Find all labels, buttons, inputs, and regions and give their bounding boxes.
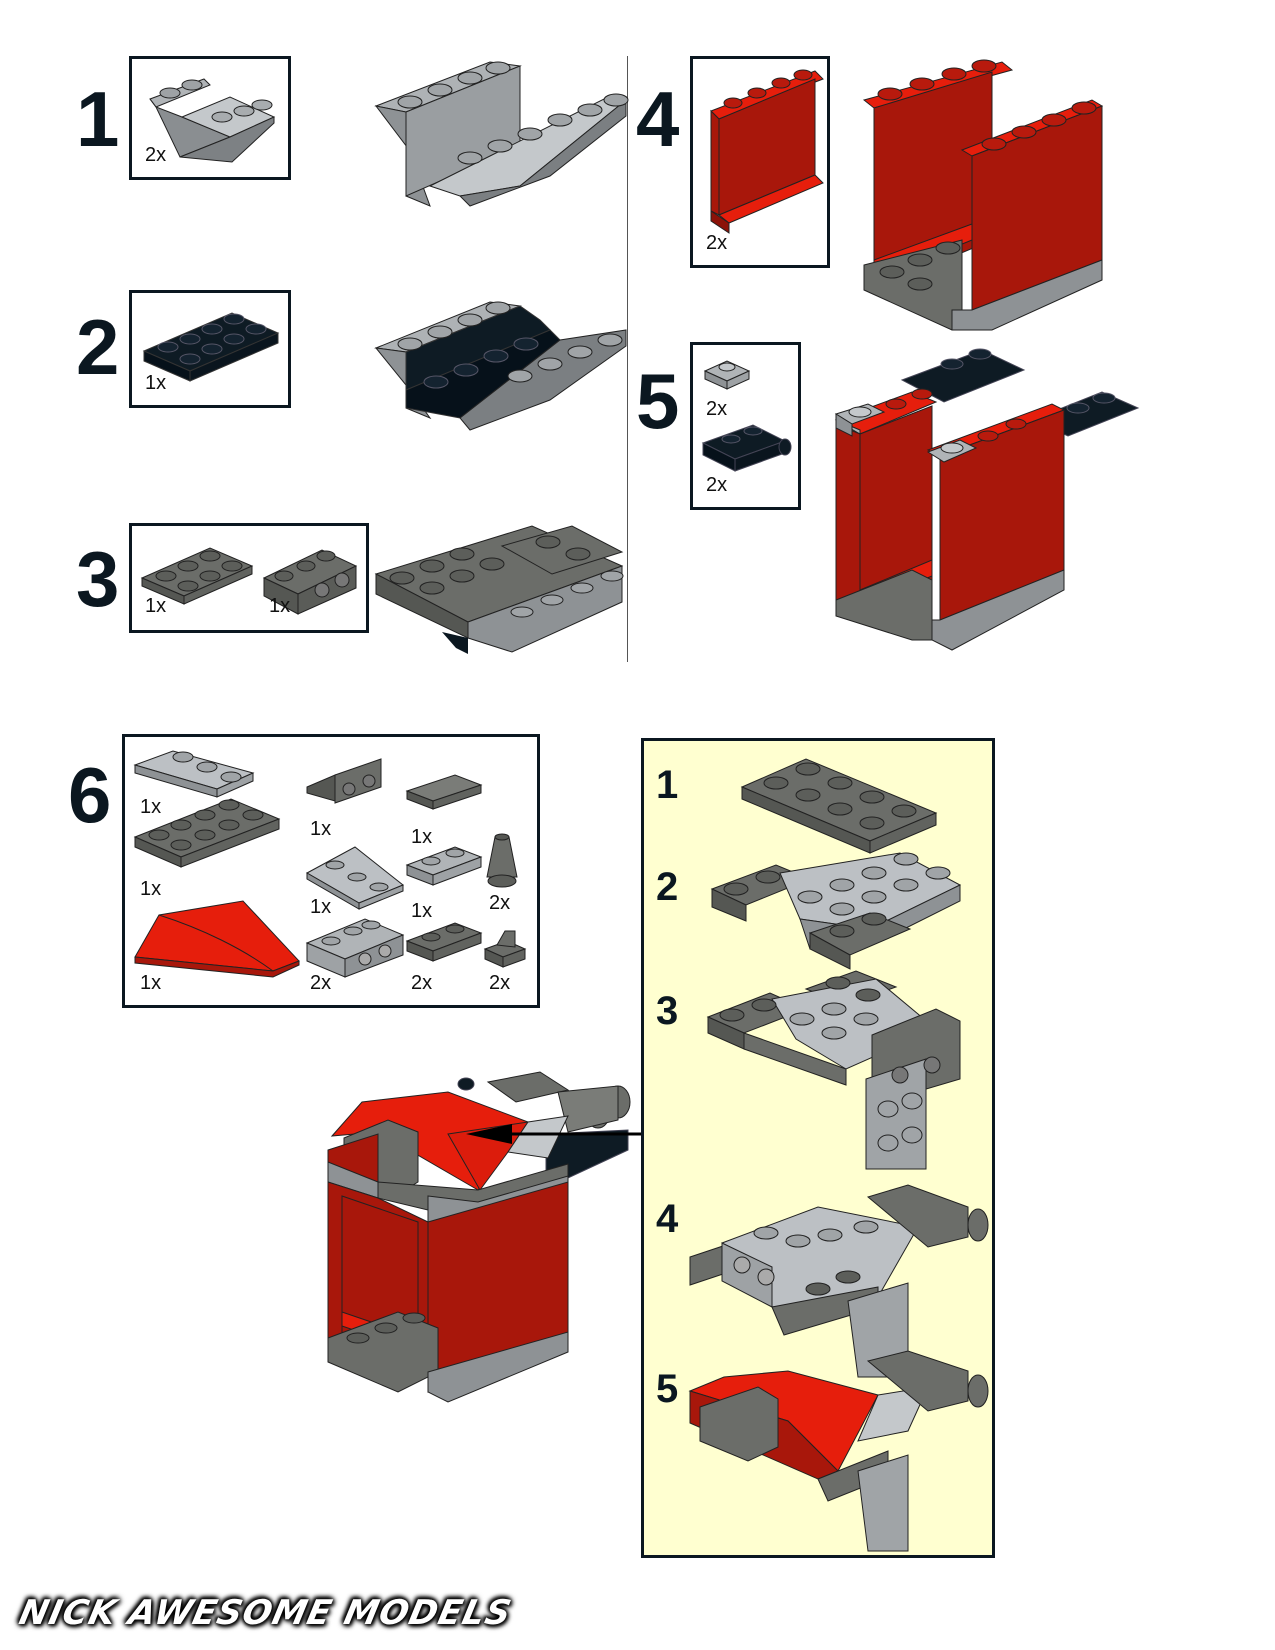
step-6-part-11-qty: 2x [489,972,511,994]
plate-1x2-dark-gray-icon [405,922,483,962]
step-4-assembly-illustration [862,59,1104,331]
step-6-part-6-qty: 2x [310,972,332,994]
plate-with-bar-part-icon [701,424,792,472]
step-1-assembly-illustration [374,61,629,207]
red-panel-part-icon [710,69,824,234]
submodel-step-4-illustration [689,1184,989,1378]
inverted-slope-part-icon [149,78,276,163]
step-4-number: 4 [636,75,680,163]
submodel-step-4-number: 4 [656,1197,679,1241]
step-3-parts-box: 1x 1x [129,523,369,633]
step-5-assembly-illustration [834,348,1140,651]
step-1-parts-box: 2x [129,56,291,180]
wedge-plate-light-gray-icon [133,750,255,798]
brand-logo: NICK AWESOME MODELS [15,1593,516,1633]
submodel-step-3-number: 3 [656,989,679,1033]
submodel-step-3-illustration [706,970,961,1170]
light-gray-plate-1x1-part-icon [703,360,751,390]
step-2-parts-box: 1x [129,290,291,408]
step-3-part-2-qty: 1x [269,595,291,617]
step-6-assembly-illustration [327,1071,631,1403]
step-6-part-2-qty: 1x [140,878,162,900]
step-6-part-4-qty: 1x [310,818,332,840]
step-2-number: 2 [76,303,120,391]
tile-1x2-dark-gray-icon [405,774,483,810]
submodel-step-5-number: 5 [656,1367,679,1411]
clip-plate-dark-gray-icon [483,930,527,968]
column-divider [627,56,628,662]
wedge-plate-small-light-gray-icon [305,846,404,910]
step-6-part-1-qty: 1x [140,796,162,818]
step-6-part-10-qty: 2x [489,892,511,914]
submodel-step-1-illustration [740,758,938,854]
submodel-step-5-illustration [688,1350,989,1552]
cone-dark-gray-icon [486,833,518,888]
step-3-assembly-illustration [374,525,624,654]
submodel-panel: 1 2 3 [641,738,995,1558]
step-3-number: 3 [76,535,120,623]
bracket-plate-light-gray-icon [305,918,405,978]
step-6-number: 6 [68,751,112,839]
step-5-parts-box: 2x 2x [690,342,801,510]
step-5-number: 5 [636,357,680,445]
submodel-step-2-number: 2 [656,865,679,909]
submodel-step-2-illustration [710,852,962,970]
step-4-parts-box: 2x [690,56,830,268]
step-6-part-7-qty: 1x [411,826,433,848]
step-5-part-1-qty: 2x [706,398,728,420]
dark-gray-plate-part-icon [140,547,254,605]
bracket-plate-part-icon [262,549,358,615]
submodel-step-1-number: 1 [656,763,679,807]
step-6-part-9-qty: 2x [411,972,433,994]
plate-1x2-light-gray-icon [405,846,483,886]
attach-arrow-icon [466,1124,644,1144]
curved-wedge-red-icon [134,900,300,978]
step-6-part-8-qty: 1x [411,900,433,922]
step-6-part-5-qty: 1x [310,896,332,918]
step-5-part-2-qty: 2x [706,474,728,496]
black-plate-part-icon [142,312,280,382]
step-2-part-qty: 1x [145,372,167,394]
bracket-1x2-dark-gray-icon [306,758,382,804]
step-6-part-3-qty: 1x [140,972,162,994]
step-1-number: 1 [76,75,120,163]
step-6-parts-box: 1x 1x 1x 1x 1x [122,734,540,1008]
step-4-part-qty: 2x [706,232,728,254]
step-1-part-qty: 2x [145,144,167,166]
plate-2x4-dark-gray-icon [133,798,281,868]
step-2-assembly-illustration [374,301,627,431]
step-3-part-1-qty: 1x [145,595,167,617]
